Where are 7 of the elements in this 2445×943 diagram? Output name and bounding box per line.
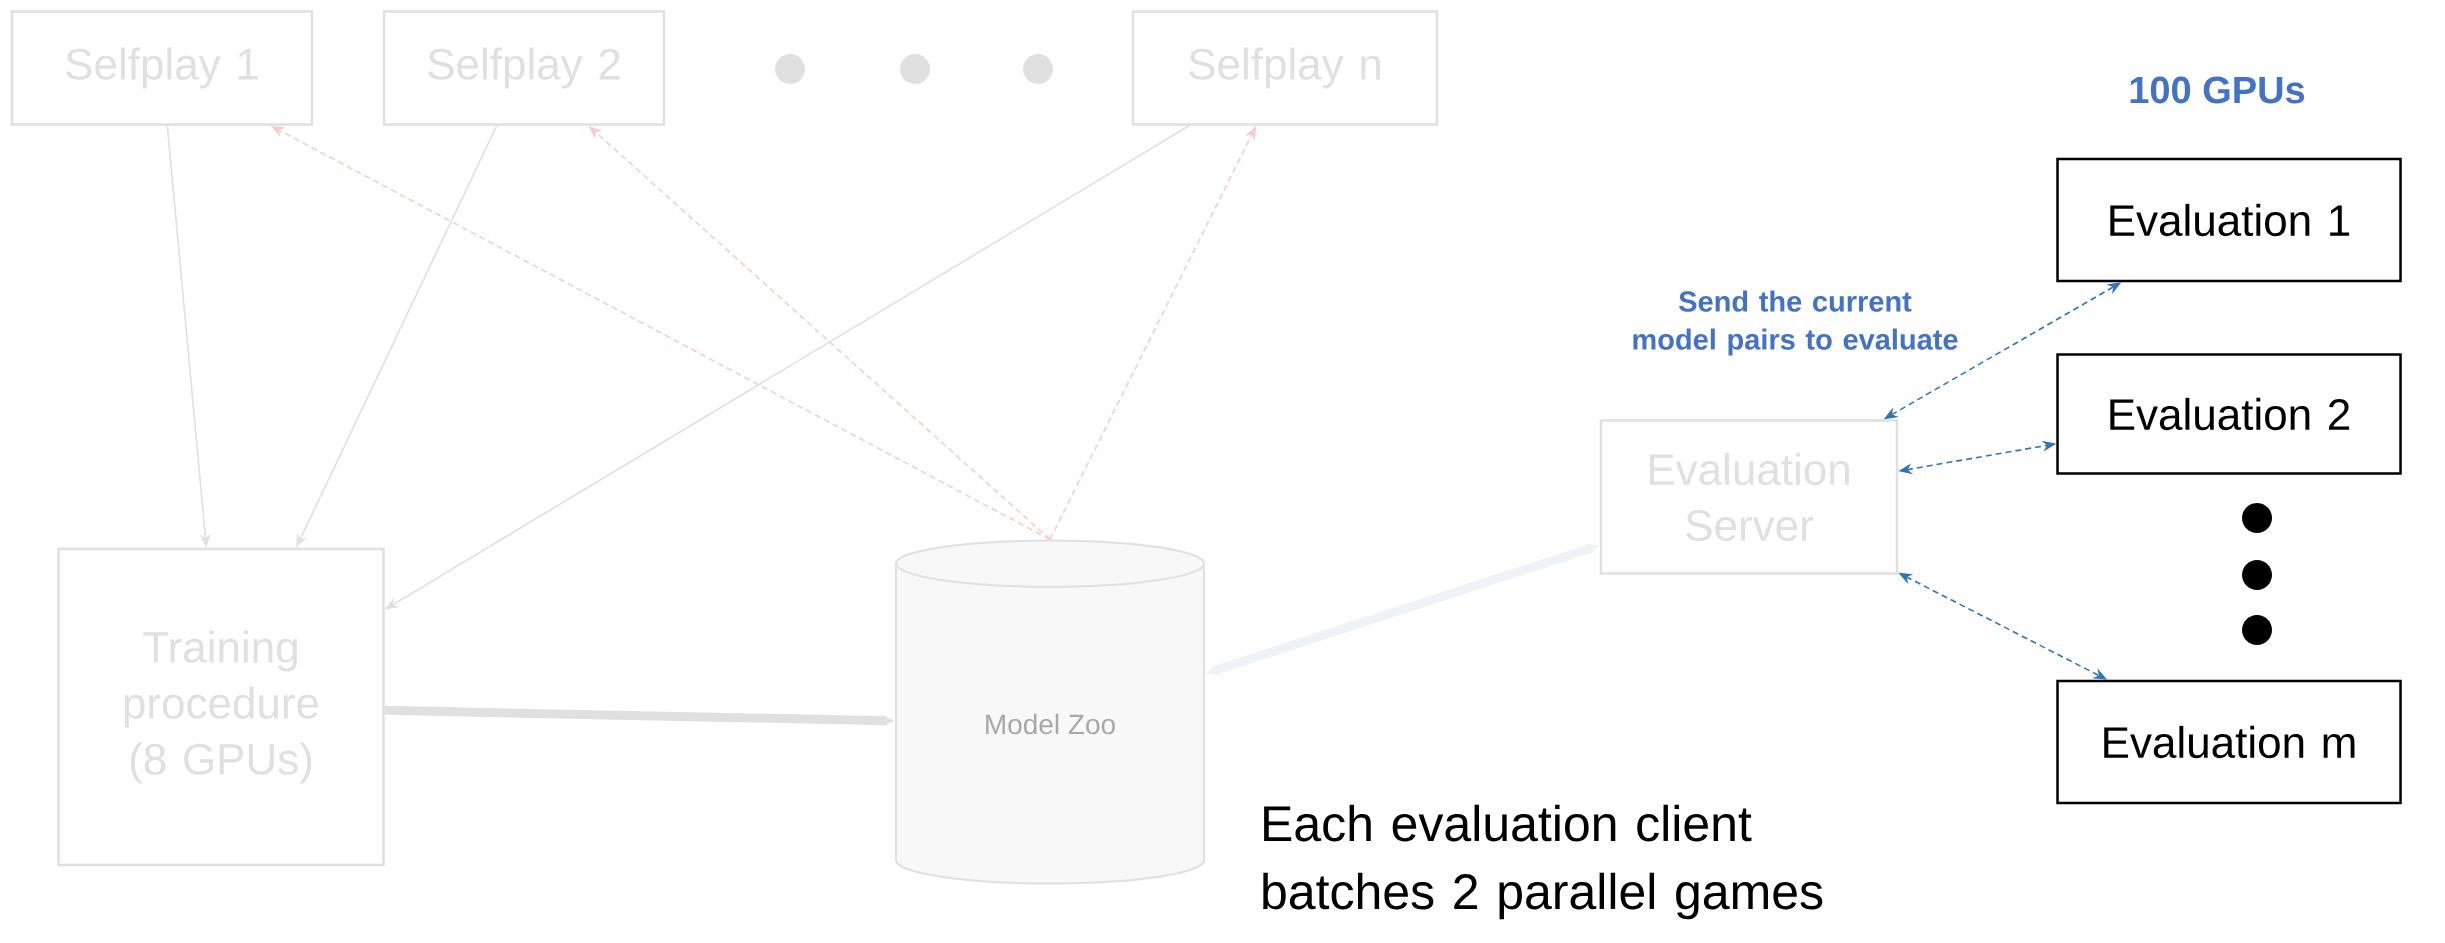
- caption-text: Each evaluation client batches 2 parallel games: [1263, 804, 1823, 920]
- annotation-text: Send the current model pairs to evaluate: [1633, 290, 1958, 356]
- heading: 100 GPUs: [2130, 76, 2305, 104]
- process-box: Evaluation m: [2056, 679, 2402, 805]
- process-box: Evaluation 1: [2056, 157, 2402, 283]
- process-box: Evaluation 2: [2056, 353, 2402, 475]
- database-cylinder: Model Zoo: [895, 539, 1205, 885]
